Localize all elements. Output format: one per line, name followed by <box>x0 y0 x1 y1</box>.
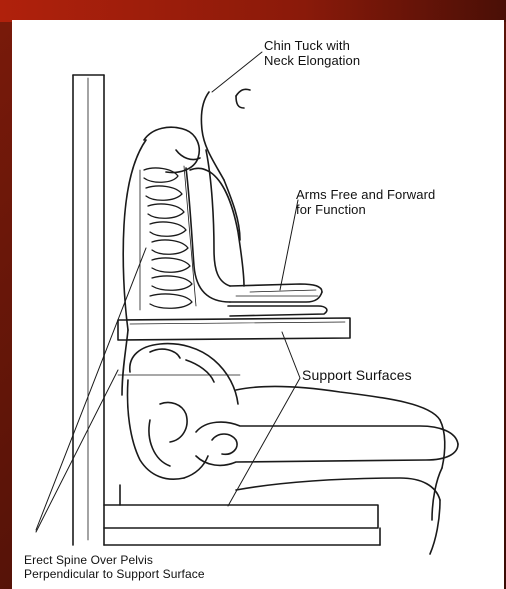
support-surfaces-label: Support Surfaces <box>302 368 412 383</box>
arms-label-line1: Arms Free and Forward <box>296 187 435 202</box>
chin-tuck-label: Chin Tuck with Neck Elongation <box>264 38 360 68</box>
lap-tray <box>118 318 350 340</box>
thigh <box>196 386 458 500</box>
chin-tuck-label-line2: Neck Elongation <box>264 53 360 68</box>
erect-spine-label-line1: Erect Spine Over Pelvis <box>24 553 205 567</box>
chin-tuck-label-line1: Chin Tuck with <box>264 38 360 53</box>
erect-spine-label: Erect Spine Over Pelvis Perpendicular to… <box>24 553 205 581</box>
shoulder <box>144 127 200 172</box>
chair-seat <box>104 485 380 545</box>
arms-label: Arms Free and Forward for Function <box>296 187 435 217</box>
erect-spine-label-line2: Perpendicular to Support Surface <box>24 567 205 581</box>
pelvis <box>118 344 240 480</box>
arms-label-line2: for Function <box>296 202 435 217</box>
arm <box>186 150 327 316</box>
chair-back <box>73 75 104 545</box>
